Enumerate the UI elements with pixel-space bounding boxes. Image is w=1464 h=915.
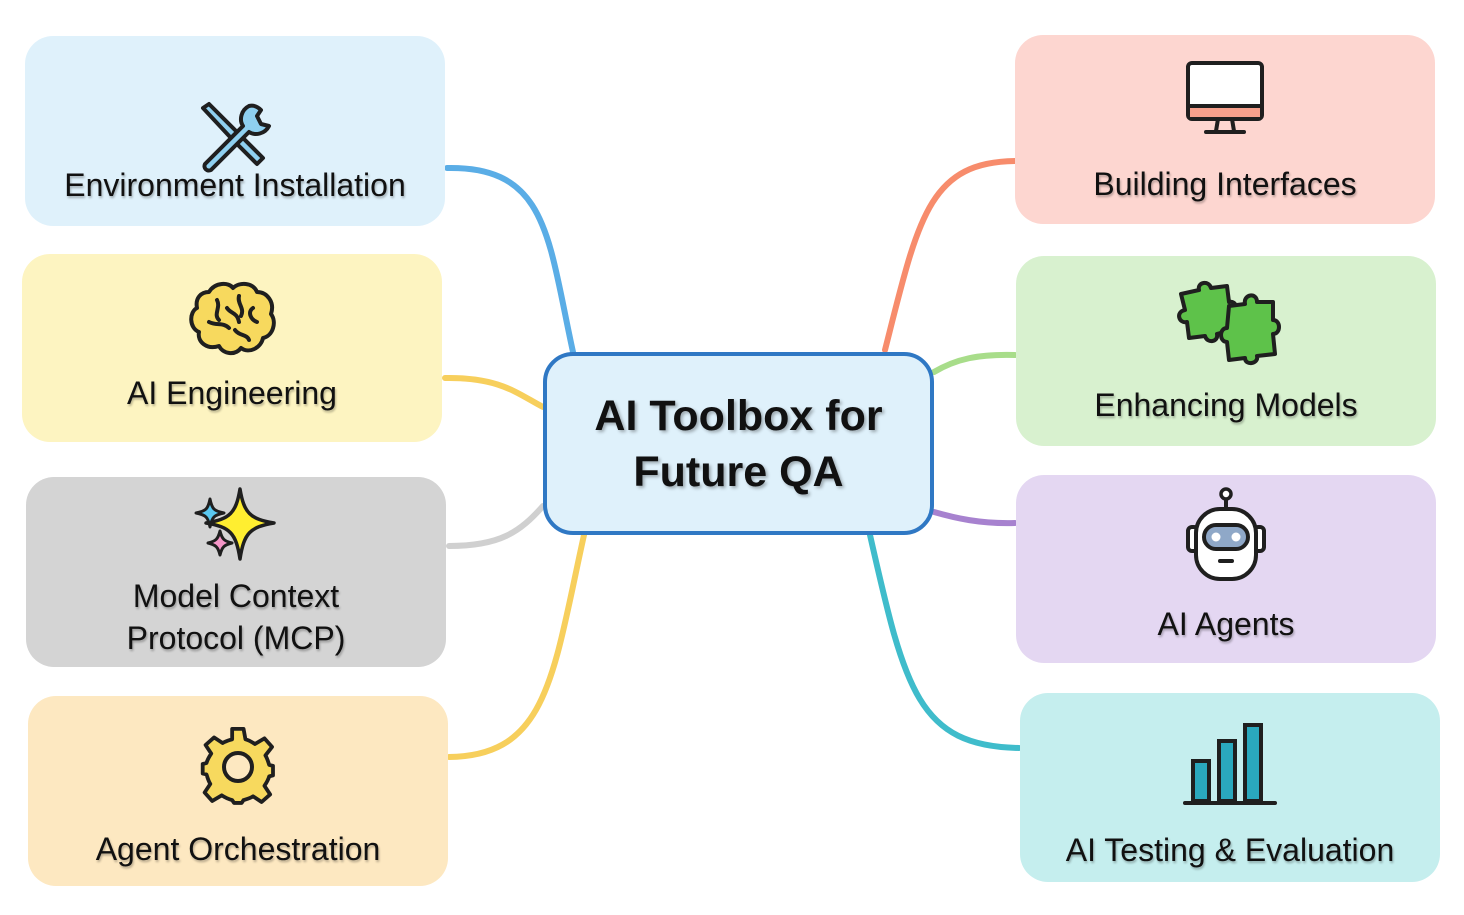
- node-label: Enhancing Models: [1094, 387, 1358, 423]
- node-ai-testing-evaluation: AI Testing & Evaluation: [1020, 693, 1440, 882]
- connector-enhancing-models: [931, 351, 1018, 375]
- monitor-icon: [1186, 61, 1264, 134]
- puzzle-icon: [1177, 281, 1281, 365]
- node-label: AI Agents: [1157, 606, 1295, 642]
- node-agent-orchestration: Agent Orchestration: [28, 696, 448, 886]
- connector-agent-orchestration: [446, 532, 587, 760]
- node-label: Agent Orchestration: [95, 831, 381, 867]
- bar-chart-icon: [1183, 723, 1277, 805]
- central-title: AI Toolbox for Future QA: [594, 391, 883, 496]
- node-label: Model Context Protocol (MCP): [126, 578, 346, 656]
- robot-icon: [1186, 487, 1266, 581]
- connector-building-interfaces: [882, 158, 1018, 353]
- node-label: Building Interfaces: [1093, 166, 1357, 202]
- sparkles-icon: [194, 487, 276, 561]
- connector-environment-installation: [444, 164, 576, 355]
- node-environment-installation: Environment Installation: [25, 36, 445, 226]
- central-node: AI Toolbox for Future QA: [543, 352, 934, 535]
- node-label: AI Engineering: [127, 375, 337, 411]
- node-ai-agents: AI Agents: [1016, 475, 1436, 663]
- gear-icon: [200, 726, 275, 805]
- connector-ai-engineering: [442, 374, 546, 410]
- connector-ai-agents: [931, 509, 1018, 527]
- node-label: AI Testing & Evaluation: [1065, 832, 1395, 868]
- node-label: Environment Installation: [64, 167, 406, 203]
- node-mcp: Model Context Protocol (MCP): [26, 477, 446, 667]
- node-enhancing-models: Enhancing Models: [1016, 256, 1436, 446]
- connector-ai-testing: [867, 532, 1022, 751]
- node-building-interfaces: Building Interfaces: [1015, 35, 1435, 224]
- node-ai-engineering: AI Engineering: [22, 254, 442, 442]
- connector-mcp: [446, 503, 546, 549]
- brain-icon: [189, 281, 276, 355]
- tools-icon: [201, 102, 271, 173]
